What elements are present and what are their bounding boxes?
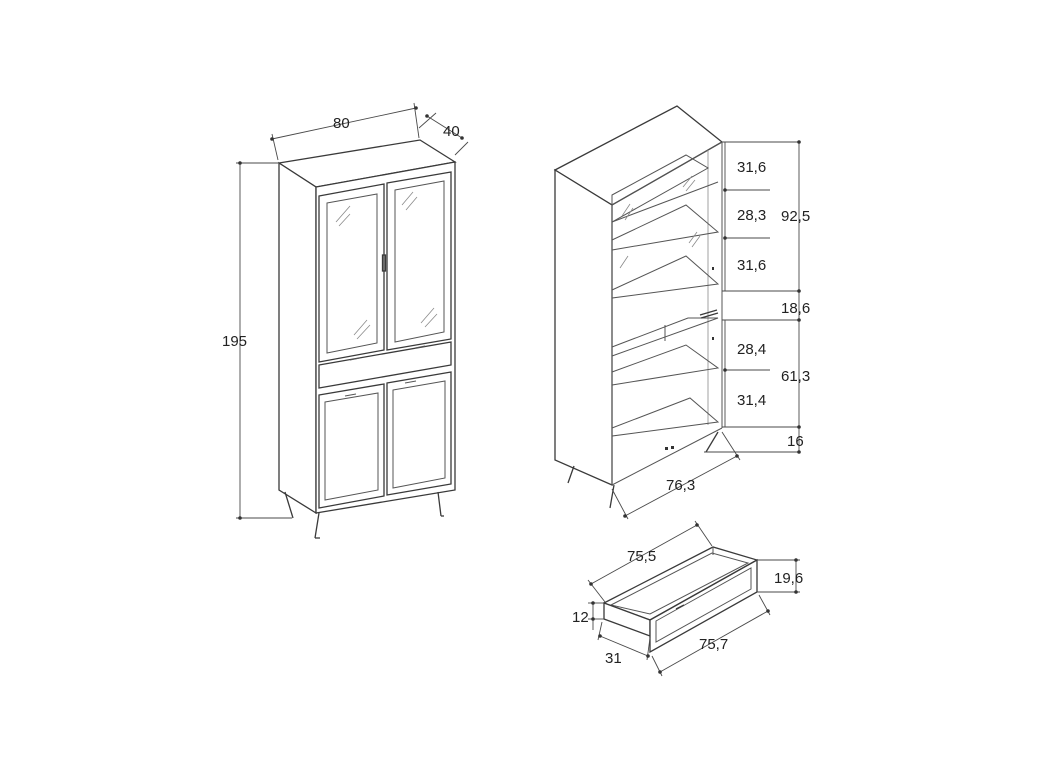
- drawer-front-width-label: 75,7: [699, 636, 728, 653]
- drawer-front-height-label: 19,6: [774, 570, 803, 587]
- shelf-5-label: 31,4: [737, 392, 766, 409]
- depth-label: 40: [443, 123, 460, 140]
- closed-cabinet-view: 80 40 195: [222, 102, 469, 539]
- leg: [705, 431, 719, 453]
- drawer-depth-label: 31: [605, 650, 622, 667]
- leg: [284, 491, 294, 519]
- shelf-4-label: 28,4: [737, 341, 766, 358]
- leg: [437, 491, 442, 517]
- upper-total-label: 92,5: [781, 208, 810, 225]
- glass-door-right: [386, 171, 452, 351]
- glass-door-left: [318, 183, 385, 363]
- open-cabinet-side: [554, 168, 613, 486]
- width-label: 80: [333, 115, 350, 132]
- drawer-view: 75,5 19,6 12 31 75,7: [572, 520, 803, 677]
- shelf-3-label: 31,6: [737, 257, 766, 274]
- shelf-2-label: 28,3: [737, 207, 766, 224]
- drawer-pull: [675, 604, 685, 610]
- cabinet-front: [315, 161, 456, 514]
- lower-door-left: [318, 383, 385, 509]
- leg: [609, 484, 615, 509]
- shelf: [611, 397, 720, 437]
- drawer-side-height-label: 12: [572, 609, 589, 626]
- inner-width-label: 76,3: [666, 477, 695, 494]
- drawer-housing: [611, 317, 719, 357]
- shelf-1-label: 31,6: [737, 159, 766, 176]
- door-handle: [381, 254, 387, 272]
- drawer-inner-width-label: 75,5: [627, 548, 656, 565]
- height-label: 195: [222, 333, 247, 350]
- leg: [567, 465, 575, 484]
- cabinet-side: [278, 161, 317, 515]
- drawer-space-label: 18,6: [781, 300, 810, 317]
- lower-door-right: [386, 371, 452, 496]
- drawer-runner: [699, 309, 718, 316]
- leg: [314, 512, 320, 539]
- shelf: [611, 204, 720, 251]
- cabinet-drawer-front: [318, 341, 452, 389]
- open-cabinet-view: 31,6 28,3 31,6 92,5 18,6 28,4 61,3 31,4 …: [553, 105, 810, 520]
- leg-height-label: 16: [787, 433, 804, 450]
- lower-total-label: 61,3: [781, 368, 810, 385]
- shelf: [611, 255, 720, 299]
- shelf: [611, 154, 710, 223]
- shelf: [611, 344, 720, 386]
